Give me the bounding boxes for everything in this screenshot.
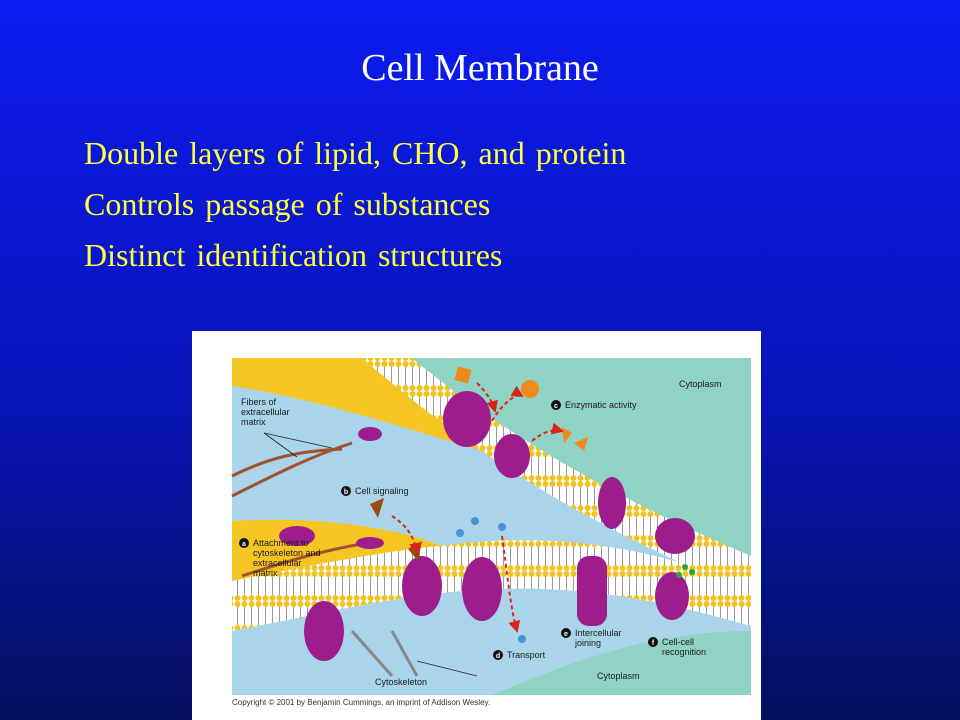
function-letter: d — [496, 653, 500, 660]
fibers-label-line: Fibers of — [241, 397, 277, 407]
ion — [518, 635, 526, 643]
recognition-chain — [689, 569, 695, 575]
function-marker-a — [239, 538, 249, 548]
bullet-item: Double layers of lipid, CHO, and protein — [84, 135, 627, 171]
function-label-line: extracellular — [253, 558, 302, 568]
ion — [471, 517, 479, 525]
recognition-chain — [676, 572, 682, 578]
function-label-line: Cell signaling — [355, 486, 409, 496]
function-marker-b — [341, 486, 351, 496]
cytoskeleton-rod — [350, 630, 394, 677]
function-label-line: recognition — [662, 647, 706, 657]
ion — [456, 529, 464, 537]
bullet-list: Double layers of lipid, CHO, and protein… — [84, 128, 626, 281]
function-label-line: joining — [574, 638, 601, 648]
signal-molecule — [370, 498, 384, 518]
ion — [498, 523, 506, 531]
transport-arrow — [501, 535, 521, 633]
function-letter: a — [242, 541, 246, 548]
bullet-item: Distinct identification structures — [84, 237, 503, 273]
cytoplasm-lower — [492, 631, 751, 695]
reaction-arrow — [531, 422, 564, 442]
recognition-chain — [682, 564, 688, 570]
bullet-item: Controls passage of substances — [84, 186, 491, 222]
function-marker-c — [551, 400, 561, 410]
reaction-arrow — [476, 382, 498, 413]
protein — [598, 477, 626, 529]
substrate — [454, 366, 472, 384]
function-label-line: Intercellular — [575, 628, 622, 638]
protein — [494, 434, 530, 478]
signal-molecule — [358, 427, 382, 441]
function-marker-f — [648, 637, 658, 647]
protein — [402, 556, 442, 616]
matrix-fiber — [231, 441, 353, 498]
protein — [443, 391, 491, 447]
function-letter: c — [554, 403, 558, 410]
process-arrows — [391, 382, 564, 633]
slide-title: Cell Membrane — [361, 47, 599, 89]
function-marker-e — [561, 628, 571, 638]
cytoskeleton-rod — [390, 630, 419, 677]
function-marker-d — [493, 650, 503, 660]
function-label-line: cytoskeleton and — [253, 548, 321, 558]
cytoskeleton-label-line — [416, 660, 478, 677]
fiber-label-line — [263, 432, 298, 458]
cytoskeleton-label: Cytoskeleton — [375, 677, 427, 687]
protein — [279, 526, 315, 546]
function-letter: b — [344, 489, 348, 496]
membrane-proteins — [279, 391, 695, 661]
membrane-figure: Fibers of extracellular matrix Cytoplasm… — [192, 331, 761, 720]
fibers-label-line: extracellular — [241, 407, 290, 417]
substrate — [521, 380, 539, 398]
protein — [462, 557, 502, 621]
product — [562, 427, 572, 443]
function-letter: e — [564, 631, 568, 638]
function-label-line: Attachment to — [253, 538, 309, 548]
function-label-line: Enzymatic activity — [565, 400, 637, 410]
protein — [577, 556, 607, 626]
function-label-line: Transport — [507, 650, 546, 660]
cytoplasm-label: Cytoplasm — [597, 671, 640, 681]
protein — [655, 572, 689, 620]
membrane-diagram: Fibers of extracellular matrix Cytoplasm… — [231, 358, 751, 707]
protein — [655, 518, 695, 554]
fibers-label-line: matrix — [241, 417, 266, 427]
fiber-label-line — [263, 432, 333, 449]
function-letter: f — [652, 640, 655, 647]
protein — [304, 601, 344, 661]
copyright-notice: Copyright © 2001 by Benjamin Cummings, a… — [232, 698, 490, 707]
product — [574, 437, 588, 451]
cytoplasm-label: Cytoplasm — [679, 379, 722, 389]
function-label-line: Cell-cell — [662, 637, 694, 647]
function-label-line: matrix — [253, 568, 278, 578]
signal-molecule — [356, 537, 384, 549]
signal-arrow — [391, 515, 422, 555]
